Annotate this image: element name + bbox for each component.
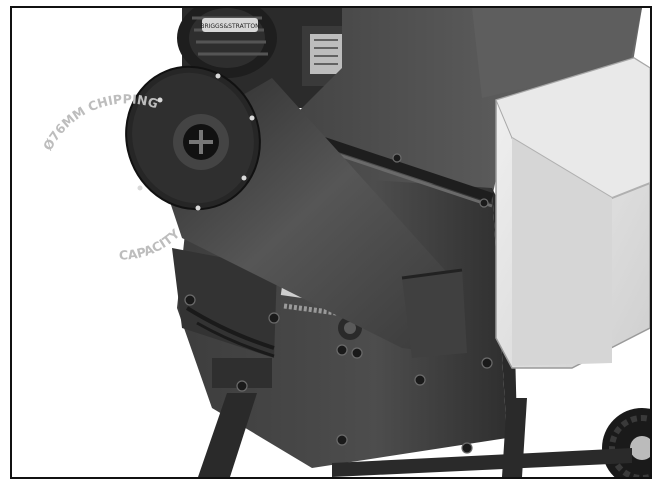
- upper-housing: [292, 8, 642, 198]
- hopper-box: [495, 57, 650, 369]
- wheel: [602, 408, 650, 477]
- engine-badge: BRIGGS&STRATTON: [200, 18, 260, 32]
- svg-text:BRIGGS&STRATTON: BRIGGS&STRATTON: [200, 23, 259, 30]
- frame-legs: [198, 393, 632, 477]
- chipper-photo: BRIGGS&STRATTON: [31, 8, 650, 477]
- photo-frame: BRIGGS&STRATTON: [10, 6, 652, 479]
